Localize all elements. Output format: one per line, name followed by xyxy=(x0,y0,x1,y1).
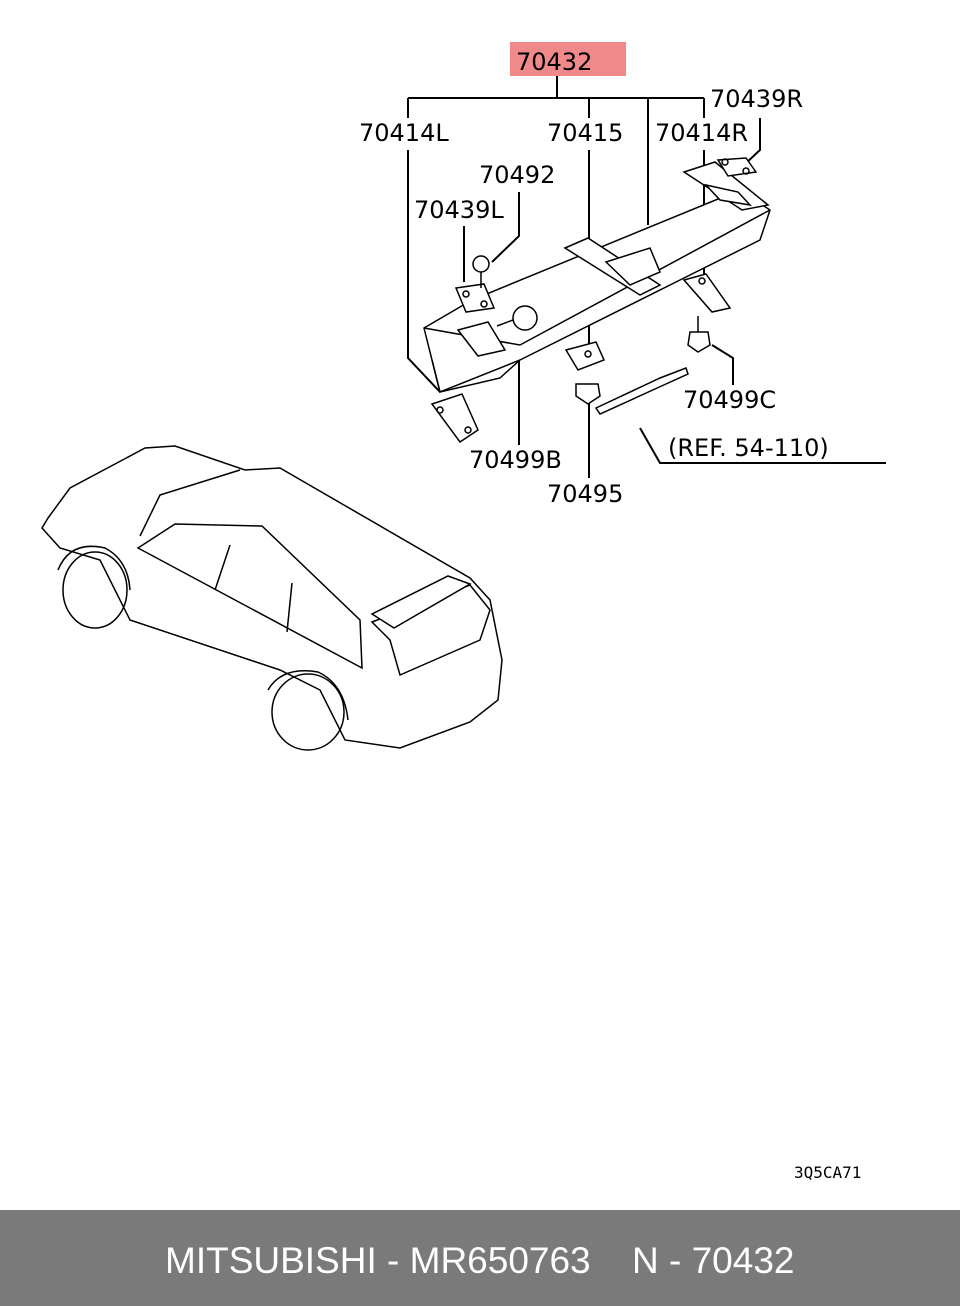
callout-70414l[interactable]: 70414L xyxy=(359,119,449,147)
vehicle-illustration xyxy=(41,445,503,751)
bracket-70439l[interactable] xyxy=(454,283,496,313)
callout-bracket xyxy=(407,76,705,225)
callout-70492[interactable]: 70492 xyxy=(479,161,555,189)
pad-70414l[interactable] xyxy=(430,393,479,444)
callout-ref-54-110[interactable]: (REF. 54-110) xyxy=(668,434,829,462)
footer-bar: MITSUBISHI - MR650763 N - 70432 xyxy=(0,1210,960,1306)
callout-70499b[interactable]: 70499B xyxy=(469,446,562,474)
clip-70415[interactable] xyxy=(564,341,606,371)
callout-70432[interactable]: 70432 xyxy=(516,48,592,76)
callout-70439l[interactable]: 70439L xyxy=(414,196,504,224)
screw-70492[interactable] xyxy=(472,255,490,288)
diagram-code: 3Q5CA71 xyxy=(794,1163,861,1182)
parts-diagram: 70432 70414L 70415 70414R 70439R 70492 7… xyxy=(41,42,886,1182)
callout-70439r[interactable]: 70439R xyxy=(710,85,803,113)
footer-part-number: MITSUBISHI - MR650763 xyxy=(165,1240,591,1281)
highlight-box xyxy=(510,42,626,76)
clip-70495[interactable] xyxy=(575,383,601,405)
bolt-70499b[interactable] xyxy=(496,305,538,331)
bracket-70439r[interactable] xyxy=(716,157,758,177)
callout-70495[interactable]: 70495 xyxy=(547,480,623,508)
callout-70415[interactable]: 70415 xyxy=(547,119,623,147)
footer-diagram-number: N - 70432 xyxy=(632,1240,795,1281)
pad-70414r[interactable] xyxy=(682,273,732,313)
rear-spoiler[interactable] xyxy=(423,161,771,394)
callout-70414r[interactable]: 70414R xyxy=(655,119,748,147)
reference-part-54-110[interactable] xyxy=(594,367,689,415)
callout-70499c[interactable]: 70499C xyxy=(683,386,776,414)
vehicle-spoiler xyxy=(370,575,472,629)
bolt-70499c[interactable] xyxy=(687,316,711,353)
